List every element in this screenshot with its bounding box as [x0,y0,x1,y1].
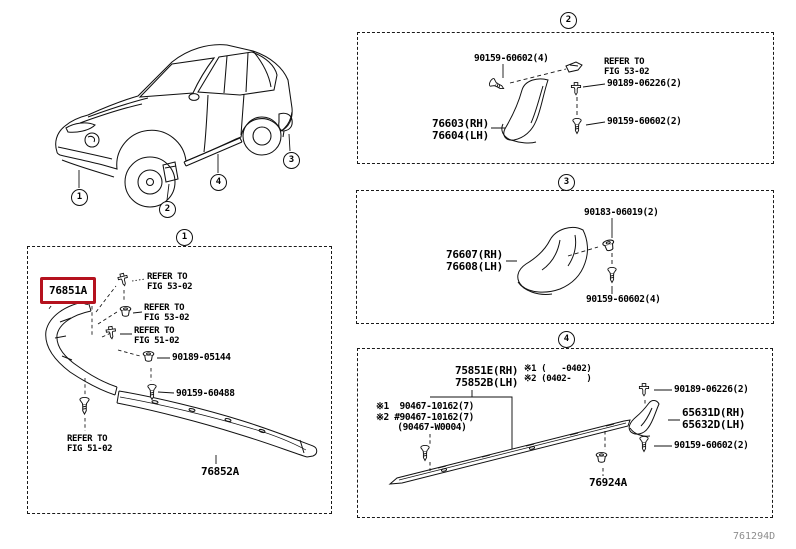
fastener-number-label[interactable]: 90159-60602(2) [674,440,749,451]
fastener-number-label[interactable]: 90189-06226(2) [674,384,749,395]
panel-1-border [27,246,332,514]
part-number-label[interactable]: 76852A [201,465,239,478]
panel-3-badge: 3 [558,174,575,191]
panel3-mudguard-art [506,218,617,295]
part-number-label[interactable]: 76851A [49,284,87,297]
date-range-note: ※1 ( -0402) ※2 (0402- ) [524,364,592,385]
car-callout-4: 4 [210,174,227,191]
refer-note: REFER TO FIG 53-02 [144,303,190,324]
fastener-number-label[interactable]: 90159-60602(4) [586,294,661,305]
panel-4-badge: 4 [558,331,575,348]
panel-4-border [357,348,773,518]
refer-note: REFER TO FIG 53-02 [604,57,650,78]
fastener-number-label[interactable]: 90189-06226(2) [607,78,682,89]
car-callout-3: 3 [283,152,300,169]
substitution-note[interactable]: ※1 90467-10162(7) ※2 #90467-10162(7) (90… [376,401,474,434]
refer-note: REFER TO FIG 53-02 [147,272,193,293]
car-callout-2: 2 [159,201,176,218]
panel4-moulding-art [388,383,680,485]
panel-1-badge: 1 [176,229,193,246]
page-code-watermark: 761294D [733,531,776,542]
part-number-label[interactable]: 65631D(RH) 65632D(LH) [682,406,746,432]
fastener-number-label[interactable]: 90159-60602(4) [474,53,549,64]
part-number-label[interactable]: 75851E(RH) 75852B(LH) [455,364,519,390]
part-number-label[interactable]: 76603(RH) 76604(LH) [432,117,489,143]
car-sketch [55,44,293,208]
refer-note: REFER TO FIG 51-02 [67,434,113,455]
part-number-label[interactable]: 76924A [589,476,627,489]
panel-2-border [357,32,774,164]
fastener-number-label[interactable]: 90189-05144 [172,352,231,363]
fastener-number-label[interactable]: 90183-06019(2) [584,207,659,218]
refer-note: REFER TO FIG 51-02 [134,326,180,347]
fastener-number-label[interactable]: 90159-60488 [176,388,235,399]
car-callout-1: 1 [71,189,88,206]
fastener-number-label[interactable]: 90159-60602(2) [607,116,682,127]
panel-2-badge: 2 [560,12,577,29]
panel2-mudguard-art [487,61,606,144]
highlighted-part-box[interactable]: 76851A [40,277,96,304]
part-number-label[interactable]: 76607(RH) 76608(LH) [446,248,503,274]
